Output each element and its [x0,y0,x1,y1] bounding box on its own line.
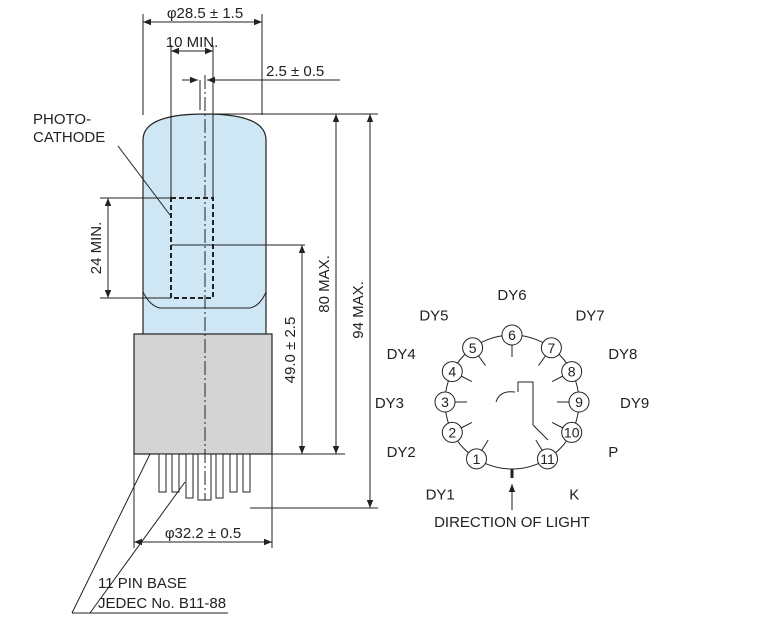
pin-2-number: 2 [448,424,456,440]
pin-6-number: 6 [508,327,516,343]
pin-3-number: 3 [441,394,449,410]
pin-11-label: K [569,487,579,504]
dim-body-height: 80 MAX. [316,255,333,313]
pin-10-lead [551,421,564,429]
pin-markers: 1 2 3 45 6 78 9 10 11 [434,324,590,470]
pin-2-label: DY2 [387,444,416,461]
label-photocathode-1: PHOTO- [33,111,91,128]
pin-7-circle [540,337,562,359]
pin-8-number: 8 [568,364,576,380]
pin-11-circle [537,448,559,470]
pin-9-label: DY9 [620,395,649,412]
pin-3-label: DY3 [375,395,404,412]
pin-4-label: DY4 [387,346,416,363]
label-base-2: JEDEC No. B11-88 [98,595,226,612]
pin-4-lead [460,375,473,383]
pin-5-lead [478,355,486,366]
dim-offset: 2.5 ± 0.5 [266,63,324,80]
dimension-lines [71,14,378,614]
pin-1-label: DY1 [426,487,455,504]
dim-total-height: 94 MAX. [350,281,367,339]
pin-1-lead [481,439,489,451]
dim-cathode-height: 24 MIN. [88,222,105,275]
pin-7-number: 7 [547,340,555,356]
label-base-1: 11 PIN BASE [98,575,187,592]
pin-1-number: 1 [473,451,481,467]
pin-10-circle [561,421,583,443]
pin-4-circle [441,361,463,383]
pin-8-lead [551,375,564,383]
dim-center-height: 49.0 ± 2.5 [282,317,299,384]
dim-base-diameter: φ32.2 ± 0.5 [165,525,241,542]
tube-body [133,75,305,501]
pin-1-circle [465,448,487,470]
pin-5-circle [462,337,484,359]
dim-window-width: 10 MIN. [166,34,219,51]
label-photocathode-2: CATHODE [33,129,105,146]
pin-9-number: 9 [575,394,583,410]
pin-2-circle [441,421,463,443]
pin-diagram [444,334,580,510]
pin-11-number: 11 [540,451,555,467]
photocathode-area [170,197,214,299]
pin-8-label: DY8 [608,346,637,363]
pin-10-number: 10 [564,424,580,440]
tube-base [133,333,273,455]
pin-11-lead [535,439,543,451]
direction-of-light-label: DIRECTION OF LIGHT [434,514,590,531]
pin-7-lead [538,355,546,366]
pin-5-label: DY5 [419,308,448,325]
pin-4-number: 4 [448,364,456,380]
pin-10-label: P [608,444,618,461]
pin-7-label: DY7 [575,308,604,325]
dim-top-diameter: φ28.5 ± 1.5 [167,5,243,22]
pin-8-circle [561,361,583,383]
base-pins [158,453,251,501]
pin-2-lead [460,421,473,429]
pin-6-label: DY6 [497,287,526,304]
pin-5-number: 5 [469,340,477,356]
